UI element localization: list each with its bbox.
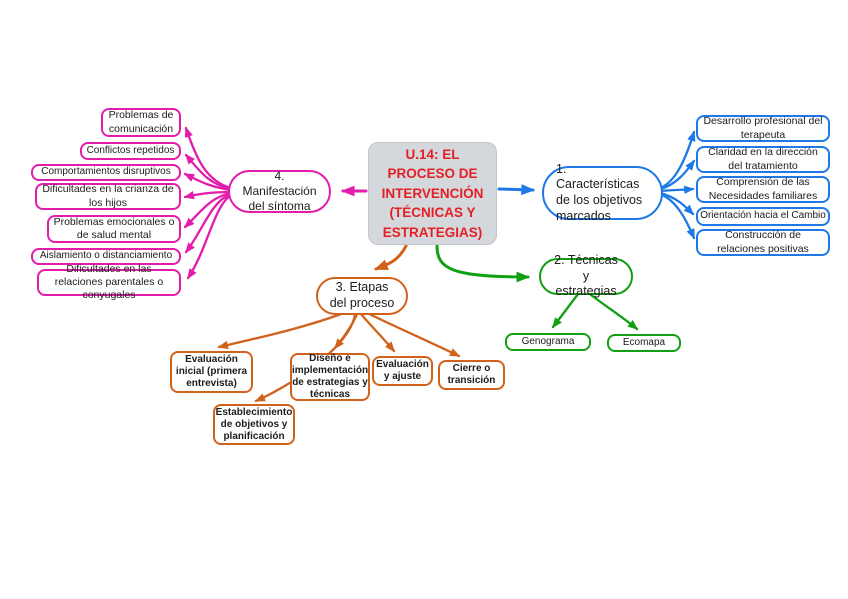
leaf-desarrollo-profesional: Desarrollo profesional del terapeuta [696, 115, 830, 142]
connector-etapas-5 [363, 310, 461, 358]
connector-tecnicas-2 [589, 293, 639, 331]
node-manifestacion-sintoma: 4. Manifestación del síntoma [228, 169, 331, 213]
connector-center-to-tecnicas [435, 244, 531, 283]
connector-sintoma-5 [183, 191, 233, 229]
leaf-dificultades-crianza: Dificultades en la crianza de los hijos [35, 183, 181, 210]
connector-sintoma-7 [186, 193, 233, 280]
connector-caracteristicas-4 [658, 191, 695, 216]
connector-caracteristicas-5 [658, 192, 696, 240]
leaf-evaluacion-inicial: Evaluación inicial (primera entrevista) [170, 351, 253, 393]
leaf-comportamientos-disruptivos: Comportamientos disruptivos [31, 164, 181, 181]
connector-etapas-1 [217, 309, 351, 350]
leaf-problemas-comunicacion: Problemas de comunicación [101, 108, 181, 137]
connector-sintoma-6 [184, 192, 233, 254]
leaf-orientacion-cambio: Orientación hacia el Cambio [696, 207, 830, 226]
connector-center-to-caracteristicas [497, 184, 536, 196]
connector-sintoma-4 [183, 190, 233, 200]
node-tecnicas-estrategias: 2. Técnicas y estrategias [539, 253, 633, 298]
central-topic: U.14: EL PROCESO DE INTERVENCIÓN (TÉCNIC… [368, 142, 497, 245]
connector-sintoma-1 [184, 126, 233, 190]
leaf-construccion-relaciones: Construcción de relaciones positivas [696, 229, 830, 256]
leaf-dificultades-relaciones: Dificultades en las relaciones parentale… [37, 263, 181, 301]
connector-etapas-3 [333, 312, 359, 350]
leaf-cierre-transicion: Cierre o transición [438, 360, 505, 390]
connector-sintoma-2 [184, 153, 233, 191]
connector-caracteristicas-2 [658, 159, 696, 191]
leaf-establecimiento-objetivos: Establecimiento de objetivos y planifica… [213, 404, 295, 445]
leaf-claridad-direccion: Claridad en la dirección del tratamiento [696, 146, 830, 173]
leaf-aislamiento-distanciamiento: Aislamiento o distanciamiento [31, 248, 181, 265]
connector-center-to-etapas [374, 244, 408, 271]
node-caracteristicas-objetivos: 1. Características de los objetivos marc… [542, 162, 663, 223]
leaf-genograma: Genograma [505, 333, 591, 351]
leaf-ecomapa: Ecomapa [607, 334, 681, 352]
leaf-conflictos-repetidos: Conflictos repetidos [80, 142, 181, 160]
connector-caracteristicas-1 [658, 130, 696, 190]
leaf-comprension-necesidades: Comprensión de las Necesidades familiare… [696, 176, 830, 203]
leaf-evaluacion-ajuste: Evaluación y ajuste [372, 356, 433, 386]
connector-sintoma-3 [183, 172, 233, 192]
node-etapas-proceso: 3. Etapas del proceso [316, 277, 408, 315]
leaf-problemas-emocionales: Problemas emocionales o de salud mental [47, 215, 181, 243]
connector-caracteristicas-3 [658, 185, 695, 195]
connector-etapas-4 [359, 312, 396, 353]
leaf-diseno-implementacion: Diseño e implementación de estrategias y… [290, 353, 370, 401]
